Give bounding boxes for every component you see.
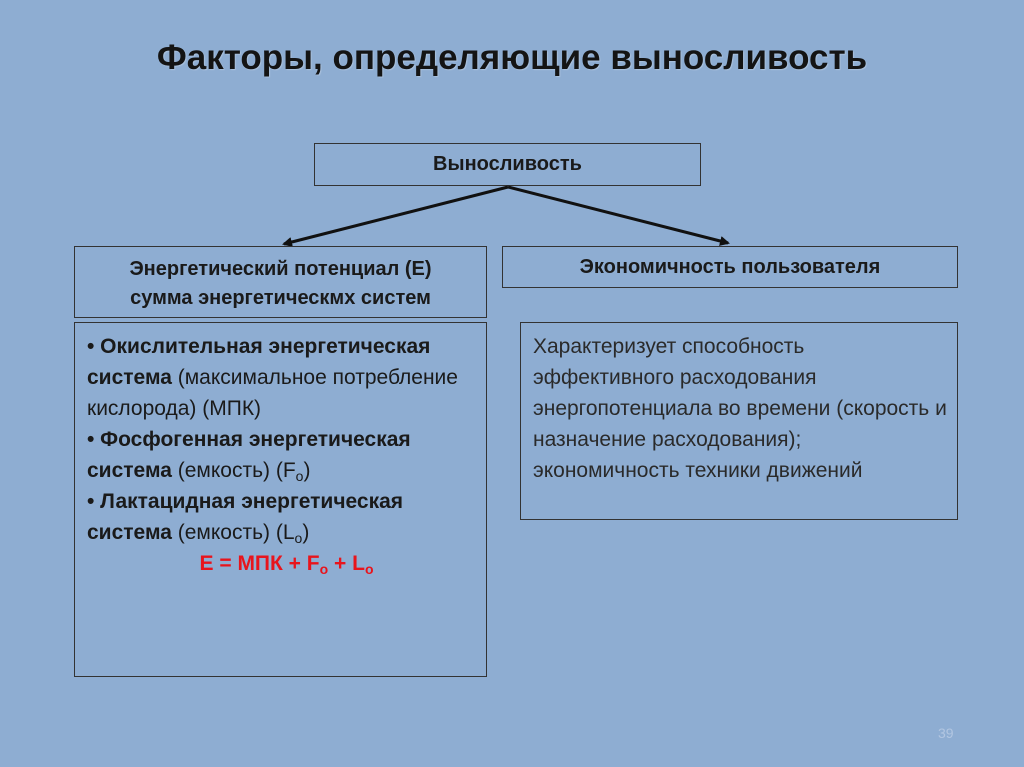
- phosphagen-system-desc: (емкость) (F: [177, 459, 296, 482]
- formula-part1: Е = МПК + F: [199, 552, 320, 575]
- formula-part2: + L: [328, 552, 365, 575]
- root-label: Выносливость: [433, 153, 582, 175]
- arrow-left: [282, 185, 509, 247]
- energy-systems-box: • Окислительная энергетическая система (…: [74, 322, 487, 677]
- energy-potential-line2: сумма энергетическмх систем: [130, 287, 431, 309]
- formula-sub1: o: [319, 561, 329, 577]
- phosphagen-sub: o: [295, 468, 304, 484]
- slide-title: Факторы, определяющие выносливость: [156, 38, 868, 77]
- formula-sub2: o: [364, 561, 374, 577]
- energy-formula: Е = МПК + Fo + Lo: [87, 548, 476, 579]
- page-number: 39: [938, 725, 954, 741]
- economy-header-label: Экономичность пользователя: [579, 256, 881, 278]
- lactacid-system-title: • Лактацидная энергетическая система: [87, 490, 404, 544]
- arrow-right: [507, 185, 730, 246]
- oxidative-system-desc: (максимальное потребление кислорода) (МП…: [87, 366, 458, 420]
- lactacid-system-desc: (емкость) (L: [171, 521, 295, 544]
- lactacid-close: ): [302, 521, 310, 544]
- phosphagen-system-item: • Фосфогенная энергетическая система (ем…: [87, 424, 476, 486]
- economy-description-box: Характеризует способность эффективного р…: [520, 322, 958, 520]
- economy-header: Экономичность пользователя: [502, 246, 958, 288]
- oxidative-system-item: • Окислительная энергетическая система (…: [87, 331, 476, 424]
- economy-description: Характеризует способность эффективного р…: [533, 335, 947, 482]
- root-box: Выносливость: [314, 143, 701, 186]
- phosphagen-system-title: • Фосфогенная энергетическая система: [87, 428, 411, 482]
- energy-potential-line1: Энергетический потенциал (Е): [129, 258, 432, 280]
- lactacid-system-item: • Лактацидная энергетическая система (ем…: [87, 486, 476, 548]
- phosphagen-close: ): [303, 459, 311, 482]
- energy-potential-header: Энергетический потенциал (Е) сумма энерг…: [74, 246, 487, 318]
- oxidative-system-title: • Окислительная энергетическая система: [87, 335, 431, 389]
- lactacid-sub: o: [294, 530, 303, 546]
